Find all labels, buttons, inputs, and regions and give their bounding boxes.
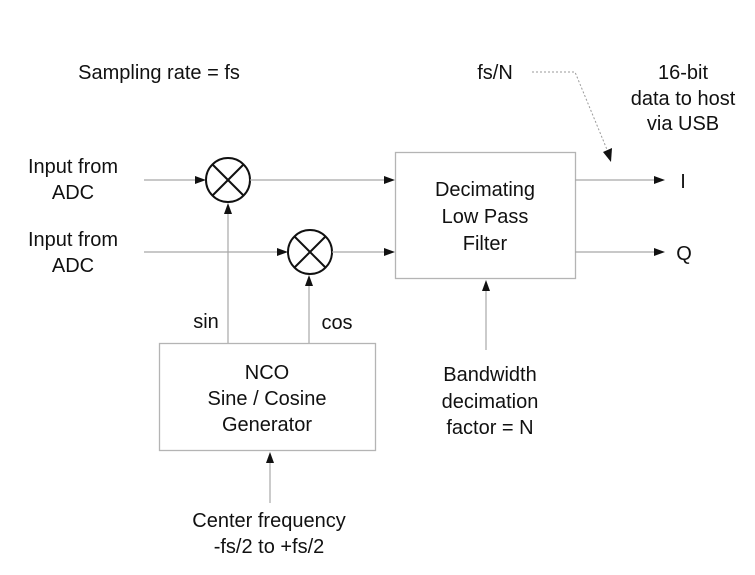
nco-line-1: NCO: [245, 362, 289, 384]
i-output-arrow: [654, 176, 665, 184]
input-arrow-1: [195, 176, 206, 184]
sampling-rate-label: Sampling rate = fs: [78, 62, 240, 84]
bandwidth-line-2: decimation: [442, 391, 539, 413]
center-freq-label: Center frequency -fs/2 to +fs/2: [192, 510, 345, 558]
output-note-line-3: via USB: [647, 113, 719, 135]
sin-label: sin: [193, 311, 219, 333]
filter-line-2: Low Pass: [442, 206, 529, 228]
input-label-2-line1: Input from: [28, 229, 118, 251]
filter-line-1: Decimating: [435, 179, 535, 201]
input-label-2: Input from ADC: [28, 229, 118, 277]
bandwidth-arrow: [482, 280, 490, 291]
i-output-label: I: [680, 171, 686, 193]
filter-input-arrow-2: [384, 248, 395, 256]
mixer-2-icon: [287, 229, 333, 275]
nco-line-2: Sine / Cosine: [208, 388, 327, 410]
mixer-1-icon: [205, 157, 251, 203]
q-output-label: Q: [676, 243, 692, 265]
output-rate-label: fs/N: [477, 62, 513, 84]
input-label-1-line1: Input from: [28, 156, 118, 178]
output-note: 16-bit data to host via USB: [631, 62, 736, 135]
nco-block: NCO Sine / Cosine Generator: [158, 342, 377, 452]
q-output-arrow: [654, 248, 665, 256]
bandwidth-line-1: Bandwidth: [443, 364, 536, 386]
cos-arrow: [305, 275, 313, 286]
bandwidth-label: Bandwidth decimation factor = N: [442, 364, 539, 439]
output-rate-arrow: [603, 148, 612, 162]
center-freq-arrow: [266, 452, 274, 463]
output-rate-dotted-line: [532, 71, 609, 153]
bandwidth-line-3: factor = N: [446, 417, 533, 439]
input-label-2-line2: ADC: [52, 255, 94, 277]
center-freq-line-2: -fs/2 to +fs/2: [214, 536, 325, 558]
input-label-1: Input from ADC: [28, 156, 118, 204]
nco-line-3: Generator: [222, 414, 312, 436]
cos-label: cos: [321, 312, 352, 334]
input-arrow-2: [277, 248, 288, 256]
decimating-filter-block: Decimating Low Pass Filter: [394, 151, 577, 280]
center-freq-line-1: Center frequency: [192, 510, 345, 532]
filter-line-3: Filter: [463, 233, 508, 255]
input-label-1-line2: ADC: [52, 182, 94, 204]
filter-input-arrow-1: [384, 176, 395, 184]
sin-arrow: [224, 203, 232, 214]
output-note-line-2: data to host: [631, 88, 736, 110]
output-note-line-1: 16-bit: [658, 62, 708, 84]
